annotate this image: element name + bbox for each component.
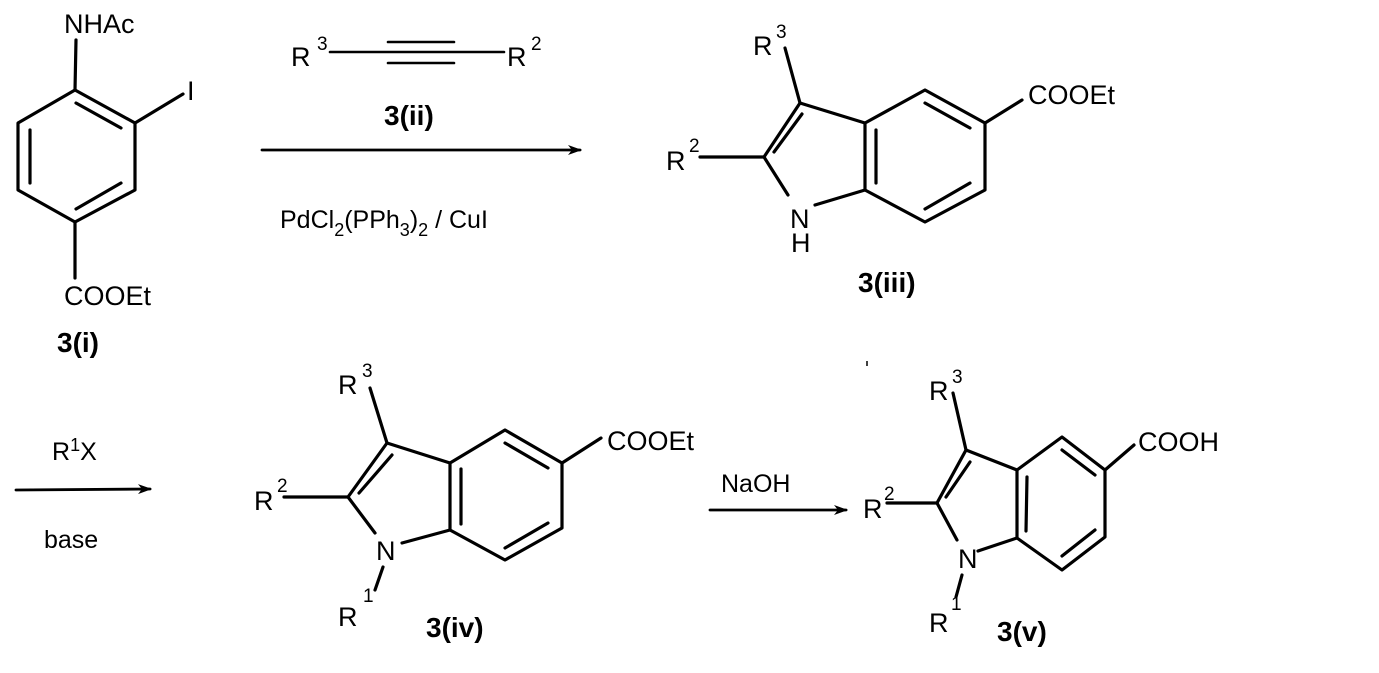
r2-label: R bbox=[863, 494, 883, 524]
step-2: R1X base bbox=[14, 435, 152, 554]
r2-sup: 2 bbox=[277, 476, 288, 497]
ester-label: COOEt bbox=[64, 281, 152, 311]
r3-sup: 3 bbox=[362, 361, 373, 382]
r3-label: R bbox=[338, 370, 358, 400]
compound-3v: R 3 N R 2 R 1 COOH 3(v) bbox=[863, 367, 1219, 647]
r2-label: R bbox=[254, 486, 274, 516]
ester-label: COOEt bbox=[607, 426, 695, 456]
r3-sup: 3 bbox=[776, 22, 787, 43]
r2-label: R bbox=[666, 146, 686, 176]
step-1: R 3 R 2 3(ii) PdCl2(PPh3)2 / CuI bbox=[260, 34, 582, 240]
n-label: N bbox=[376, 536, 396, 566]
benzene-ring bbox=[16, 88, 137, 224]
compound-3ii: R 3 R 2 3(ii) bbox=[291, 34, 542, 131]
iodo-label: I bbox=[187, 76, 195, 106]
acid-label: COOH bbox=[1138, 427, 1219, 457]
catalyst-label: PdCl2(PPh3)2 / CuI bbox=[280, 206, 488, 240]
nhac-label: NHAc bbox=[64, 9, 135, 39]
compound-label-3ii: 3(ii) bbox=[384, 100, 434, 131]
n-label: N bbox=[790, 204, 810, 234]
r3-label: R bbox=[929, 376, 949, 406]
r3-label: R bbox=[291, 42, 311, 72]
r3-sup: 3 bbox=[317, 34, 328, 55]
compound-3iv: R 3 N R 2 R 1 COOEt 3(iv) bbox=[254, 361, 695, 643]
r1-sup: 1 bbox=[951, 594, 962, 615]
compound-label-3i: 3(i) bbox=[57, 327, 99, 358]
compound-label-3v: 3(v) bbox=[997, 616, 1047, 647]
compound-label-3iv: 3(iv) bbox=[426, 612, 484, 643]
step-3: NaOH bbox=[708, 470, 848, 515]
r1-label: R bbox=[929, 608, 949, 638]
base-label: base bbox=[44, 526, 98, 554]
r1-label: R bbox=[338, 602, 358, 632]
ester-label: COOEt bbox=[1028, 80, 1116, 110]
alkylating-agent-label: R1X bbox=[52, 435, 97, 466]
naoh-label: NaOH bbox=[721, 470, 790, 498]
r1-sup: 1 bbox=[363, 586, 374, 607]
compound-3iii: R 3 N H R 2 COOEt 3(iii) bbox=[666, 22, 1116, 298]
compound-3i: NHAc I COOEt 3(i) bbox=[16, 9, 195, 358]
n-label: N bbox=[958, 544, 978, 574]
r2-sup: 2 bbox=[531, 34, 542, 55]
r2-sup: 2 bbox=[884, 484, 895, 505]
r2-sup: 2 bbox=[689, 136, 700, 157]
r3-sup: 3 bbox=[952, 367, 963, 388]
h-label: H bbox=[791, 228, 811, 258]
compound-label-3iii: 3(iii) bbox=[858, 267, 916, 298]
r3-label: R bbox=[753, 31, 773, 61]
r2-label: R bbox=[507, 42, 527, 72]
reaction-arrow-2 bbox=[14, 484, 152, 495]
